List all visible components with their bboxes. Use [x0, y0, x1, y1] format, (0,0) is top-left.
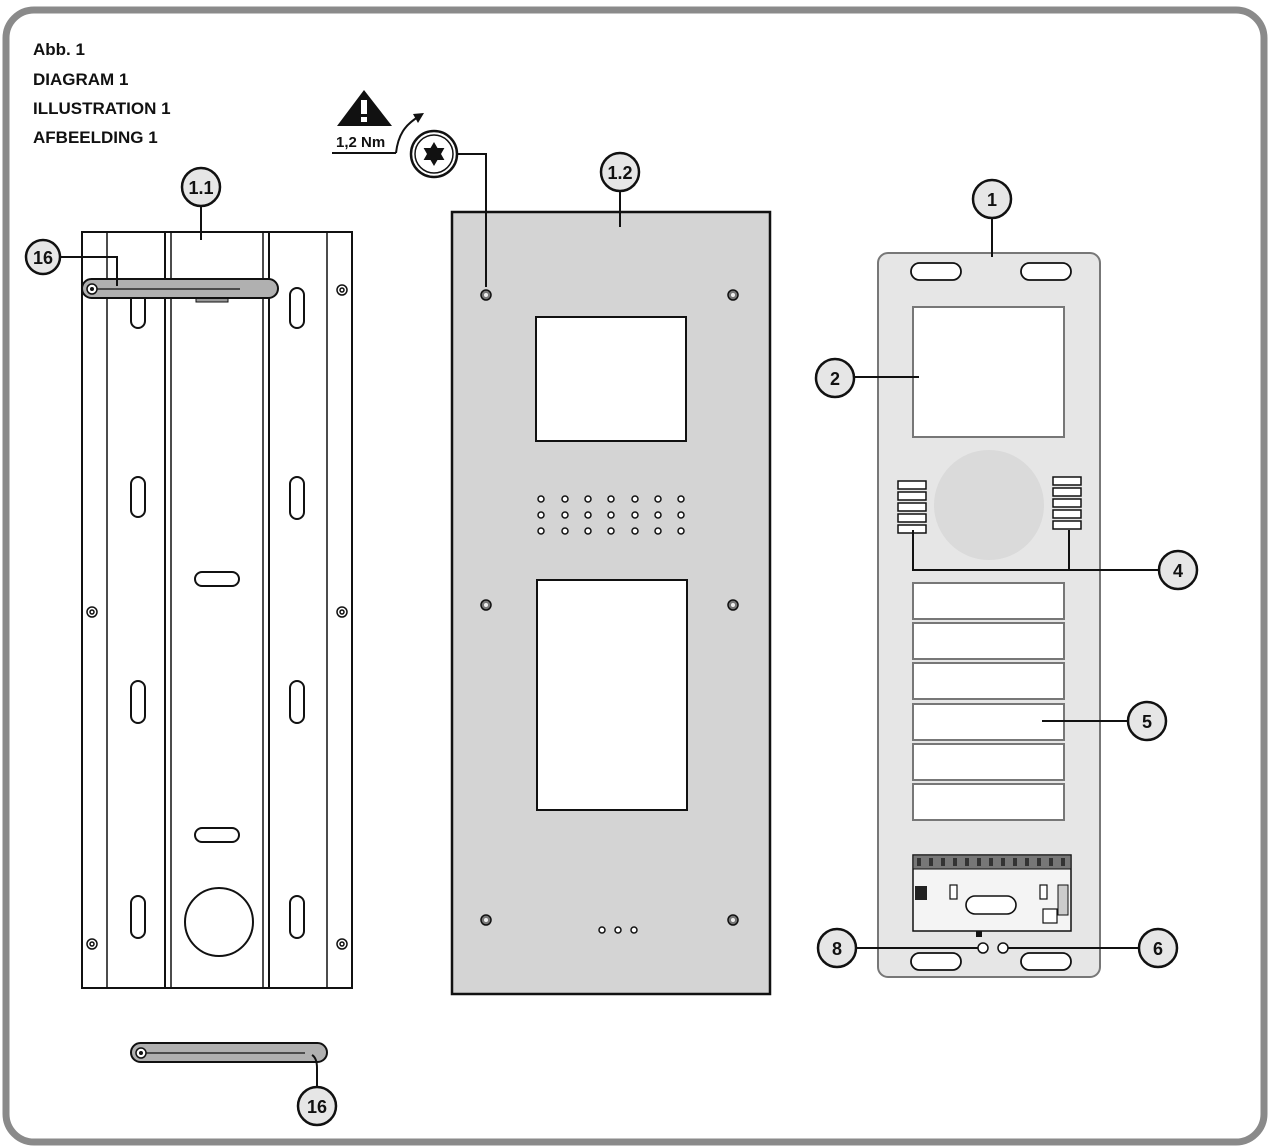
callout-4: 4 — [1157, 549, 1199, 591]
electronics-module — [877, 252, 1101, 978]
callout-1-2: 1.2 — [599, 151, 641, 193]
torque-value: 1,2 Nm — [336, 134, 385, 151]
svg-text:8: 8 — [832, 939, 842, 959]
svg-text:16: 16 — [33, 248, 53, 268]
nameplate-window — [536, 579, 688, 811]
callout-1-1: 1.1 — [180, 166, 222, 208]
rail-16-loose — [130, 1042, 328, 1063]
circuit-board — [912, 854, 1072, 937]
svg-text:1.2: 1.2 — [607, 163, 632, 183]
svg-text:2: 2 — [830, 369, 840, 389]
camera-window — [535, 316, 687, 442]
svg-text:1.1: 1.1 — [188, 178, 213, 198]
callout-6: 6 — [1137, 927, 1179, 969]
mounting-frame — [81, 231, 353, 989]
callout-5: 5 — [1126, 700, 1168, 742]
speaker — [934, 450, 1044, 560]
caption-line-2: DIAGRAM 1 — [33, 70, 128, 89]
caption-line-3: ILLUSTRATION 1 — [33, 99, 171, 118]
callout-1: 1 — [971, 178, 1013, 220]
callout-8: 8 — [816, 927, 858, 969]
speaker-grille — [537, 495, 685, 535]
camera-module — [912, 306, 1065, 438]
front-panel — [450, 210, 772, 996]
svg-text:1: 1 — [987, 190, 997, 210]
caption-line-4: AFBEELDING 1 — [33, 128, 158, 147]
caption-line-1: Abb. 1 — [33, 40, 85, 59]
callout-16-bottom: 16 — [296, 1085, 338, 1127]
callout-2: 2 — [814, 357, 856, 399]
leader-lines — [59, 190, 1160, 1087]
callout-16-top: 16 — [24, 238, 62, 276]
svg-text:16: 16 — [307, 1097, 327, 1117]
torque-warning: 1,2 Nm — [332, 90, 487, 287]
name-buttons — [912, 582, 1065, 821]
svg-text:5: 5 — [1142, 712, 1152, 732]
svg-text:4: 4 — [1173, 561, 1183, 581]
svg-text:6: 6 — [1153, 939, 1163, 959]
caption-block: Abb. 1 DIAGRAM 1 ILLUSTRATION 1 AFBEELDI… — [33, 40, 171, 147]
